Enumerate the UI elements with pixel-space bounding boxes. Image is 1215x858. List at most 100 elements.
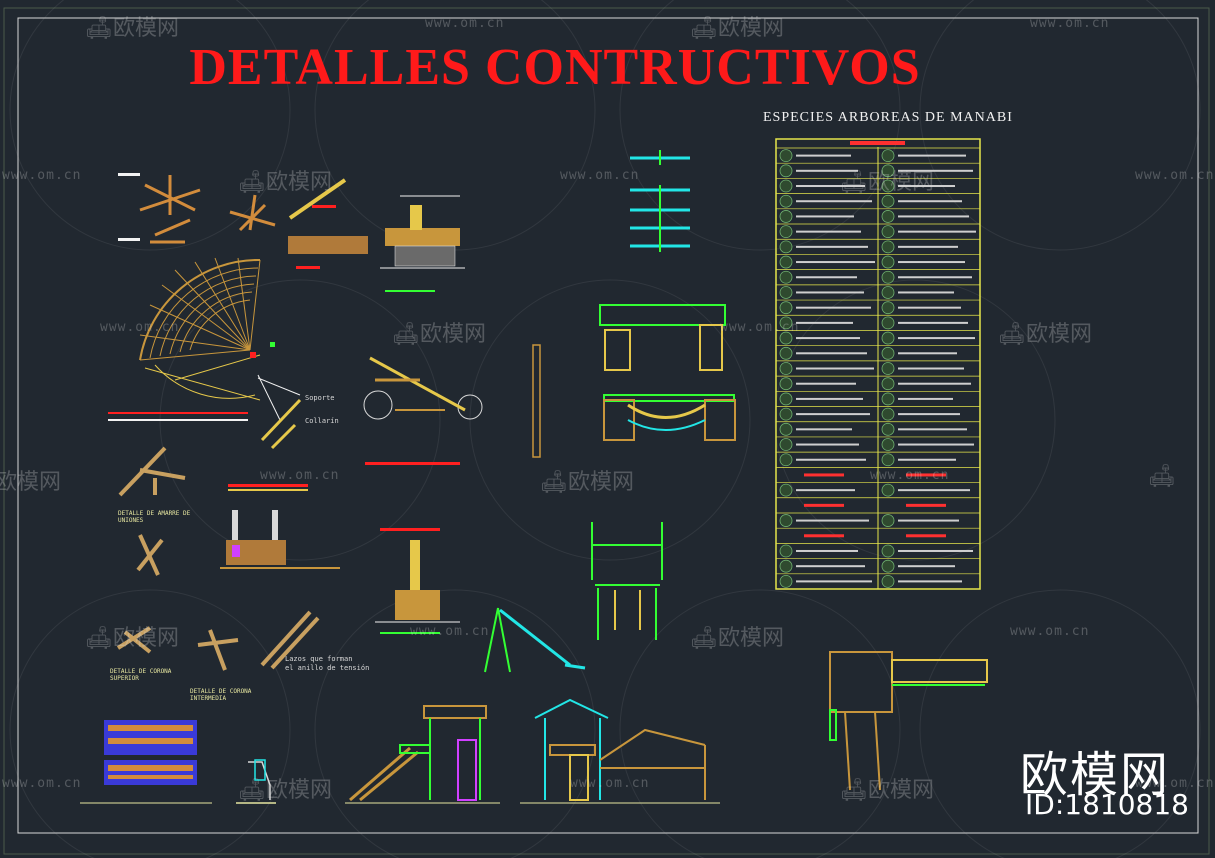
- tree-symbol: [779, 453, 793, 467]
- species-name-placeholder: [796, 321, 853, 324]
- tree-symbol: [881, 392, 895, 406]
- bridge-structure-plan: [599, 304, 726, 371]
- red-point: [250, 352, 256, 358]
- label-bar: [118, 238, 140, 241]
- species-name-placeholder: [796, 519, 869, 522]
- amarre-uniones: [118, 446, 186, 497]
- tree-symbol: [779, 301, 793, 315]
- red-label-bar: [296, 266, 320, 269]
- seesaw-detail: [630, 150, 690, 252]
- white-label-bar: [108, 419, 248, 421]
- species-name-placeholder: [898, 428, 967, 431]
- species-name-placeholder: [796, 367, 874, 370]
- footing-section-1: [380, 195, 465, 269]
- playhouse-tower-2: [520, 698, 720, 804]
- species-name-placeholder: [898, 337, 975, 340]
- playhouse-tower-1: [345, 705, 500, 804]
- label-bar: [118, 173, 140, 176]
- swing-set: [591, 522, 663, 640]
- species-name-placeholder: [796, 428, 852, 431]
- species-name-placeholder: [796, 215, 854, 218]
- species-name-placeholder: [796, 565, 865, 568]
- species-name-placeholder: [796, 185, 865, 188]
- watermark-url: www.om.cn: [425, 16, 505, 31]
- post-elevation: [532, 344, 541, 458]
- note-anillo-tension: Lazos que forman el anillo de tensión: [285, 655, 370, 672]
- note-corona-superior: DETALLE DE CORONA SUPERIOR: [110, 668, 172, 682]
- species-name-placeholder: [796, 230, 861, 233]
- watermark-url: www.om.cn: [410, 624, 490, 639]
- species-table-rows: [776, 147, 980, 588]
- watermark-logo: 🛋欧模网: [840, 170, 934, 195]
- tree-symbol: [779, 255, 793, 269]
- tree-symbol: [881, 240, 895, 254]
- page-title: DETALLES CONTRUCTIVOS: [189, 39, 921, 96]
- species-name-placeholder: [796, 169, 858, 172]
- watermark-logo: 🛋欧模网: [85, 16, 179, 41]
- species-name-placeholder: [898, 215, 969, 218]
- species-name-placeholder: [898, 397, 953, 400]
- species-name-placeholder: [796, 397, 863, 400]
- tree-symbol: [881, 255, 895, 269]
- sofa-logo-icon: 🛋: [85, 16, 113, 41]
- tree-symbol: [779, 574, 793, 588]
- table-section-header: [804, 473, 844, 477]
- note-amarre-uniones: DETALLE DE AMARRE DE UNIONES: [118, 510, 191, 524]
- tree-symbol: [881, 377, 895, 391]
- species-name-placeholder: [898, 519, 959, 522]
- tree-symbol: [881, 149, 895, 163]
- watermark-logo: 🛋欧模网: [85, 626, 179, 651]
- watermark-logo: 🛋欧模网: [690, 626, 784, 651]
- tree-symbol: [779, 422, 793, 436]
- watermark-url: www.om.cn: [1030, 16, 1110, 31]
- green-point: [270, 342, 275, 347]
- species-name-placeholder: [796, 413, 870, 416]
- tree-symbol: [779, 164, 793, 178]
- watermark-logo: 🛋欧模网: [540, 470, 634, 495]
- species-name-placeholder: [898, 200, 962, 203]
- species-name-placeholder: [898, 549, 973, 552]
- tree-symbol: [881, 346, 895, 360]
- playhouse-plan: [829, 651, 988, 791]
- tree-symbol: [881, 438, 895, 451]
- red-label-bar: [365, 462, 460, 465]
- species-name-placeholder: [898, 169, 973, 172]
- watermark-logo: 🛋欧模网: [392, 322, 486, 347]
- species-name-placeholder: [898, 489, 970, 492]
- soporte-label: Soporte: [305, 394, 335, 402]
- watermark-url: www.om.cn: [1135, 168, 1215, 183]
- brand-logo: 欧模网: [1020, 747, 1171, 803]
- leader-line: [257, 377, 301, 396]
- note-corona-intermedia: DETALLE DE CORONA INTERMEDIA: [190, 688, 252, 702]
- tree-symbol: [881, 362, 895, 375]
- tree-symbol: [881, 270, 895, 284]
- tree-symbol: [881, 316, 895, 330]
- species-name-placeholder: [796, 382, 856, 385]
- tension-ring-detail: [260, 610, 320, 670]
- watermark-url: www.om.cn: [570, 776, 650, 791]
- tree-symbol: [881, 574, 895, 588]
- tree-symbol: [881, 225, 895, 239]
- sofa-logo-icon: 🛋: [690, 16, 718, 41]
- species-name-placeholder: [796, 549, 858, 552]
- sofa-logo-icon: 🛋: [840, 170, 868, 195]
- outer-frame: [3, 7, 1210, 855]
- watermark-url: www.om.cn: [100, 320, 180, 335]
- leader-line: [257, 374, 281, 421]
- tree-symbol: [881, 559, 895, 573]
- table-title: ESPECIES ARBOREAS DE MANABI: [763, 110, 1013, 125]
- inner-frame: [17, 17, 1199, 834]
- tree-symbol: [779, 346, 793, 360]
- watermark-url: www.om.cn: [1135, 776, 1215, 791]
- species-name-placeholder: [796, 154, 851, 157]
- bicycle-rack-detail: [363, 356, 483, 420]
- species-name-placeholder: [796, 276, 857, 279]
- tree-symbol: [881, 422, 895, 436]
- watermark-url: www.om.cn: [2, 776, 82, 791]
- tree-symbol: [881, 164, 895, 178]
- watermark-url: www.om.cn: [560, 168, 640, 183]
- species-name-placeholder: [796, 291, 864, 294]
- red-label-bar: [108, 412, 248, 414]
